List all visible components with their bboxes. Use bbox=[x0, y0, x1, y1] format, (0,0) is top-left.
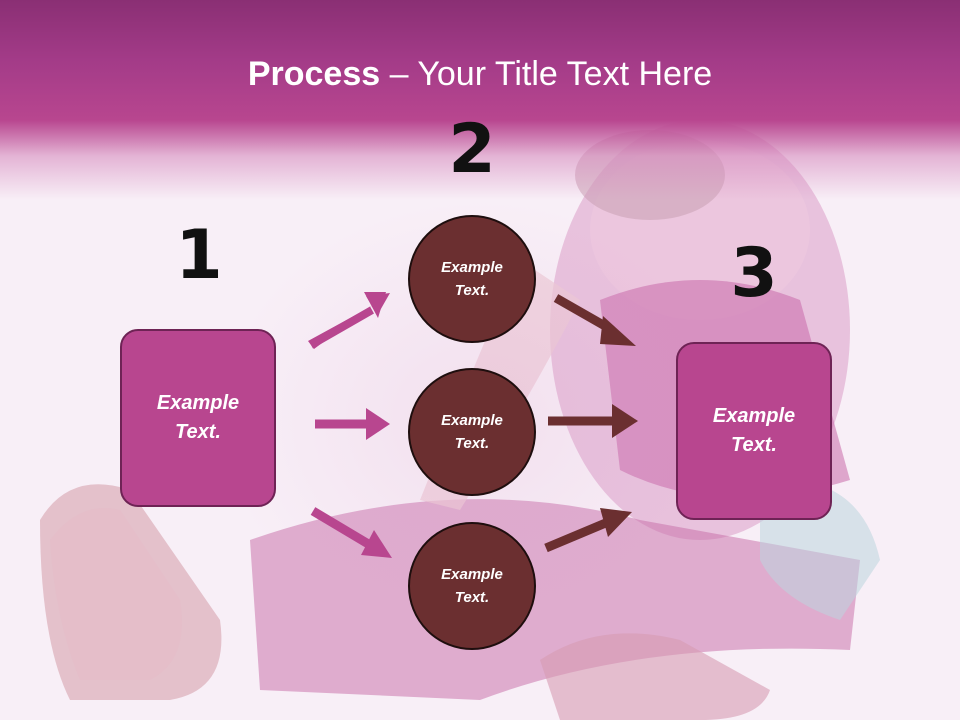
title-bold-part: Process bbox=[247, 55, 381, 93]
step-3-box[interactable]: Example Text. bbox=[676, 342, 832, 520]
title-rest-part: – Your Title Text Here bbox=[380, 55, 713, 93]
step-number-3: 3 bbox=[730, 234, 778, 313]
step-2-circle-top[interactable]: Example Text. bbox=[408, 215, 536, 343]
step-3-label: Example Text. bbox=[712, 405, 796, 456]
slide-title: Process – Your Title Text Here bbox=[0, 52, 960, 96]
step-number-2: 2 bbox=[448, 110, 496, 189]
step-number-1: 1 bbox=[175, 216, 223, 295]
step-2-circle-middle[interactable]: Example Text. bbox=[408, 368, 536, 496]
step-1-box[interactable]: Example Text. bbox=[120, 329, 276, 507]
step-2-circle-bottom[interactable]: Example Text. bbox=[408, 522, 536, 650]
circle-bottom-label: Example Text. bbox=[441, 566, 503, 606]
circle-top-label: Example Text. bbox=[441, 259, 503, 299]
circle-middle-label: Example Text. bbox=[441, 412, 503, 452]
header-band bbox=[0, 0, 960, 200]
step-1-label: Example Text. bbox=[156, 392, 240, 443]
